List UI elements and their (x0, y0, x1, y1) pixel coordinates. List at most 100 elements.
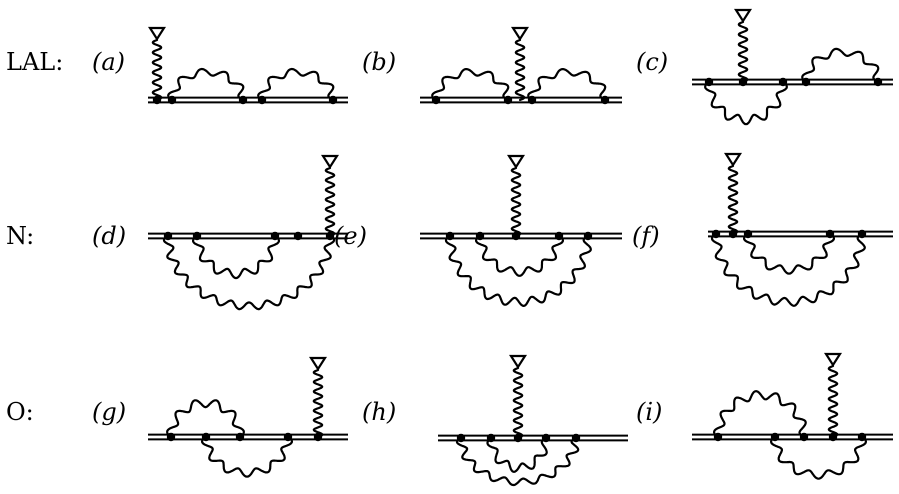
bound-electron-line (148, 232, 348, 240)
vertex-dot (571, 433, 581, 443)
external-photon (823, 352, 843, 439)
vertex-dot (431, 95, 441, 105)
photon-loop-upper (801, 47, 880, 84)
panel-label-e: (e) (334, 222, 367, 250)
vertex-dot (152, 95, 162, 105)
vertex-dot (738, 77, 748, 87)
photon-loop-lower (742, 232, 836, 275)
bound-electron-line (692, 78, 893, 86)
diagram-graphics (147, 8, 893, 487)
vertex-dot (192, 231, 202, 241)
bound-electron-line (148, 96, 348, 104)
panel-label-f: (f) (632, 222, 660, 250)
photon-loop-lower (475, 234, 565, 277)
vertex-dot (445, 231, 455, 241)
row-label-o: O: (6, 398, 34, 426)
bound-electron-line (438, 434, 628, 442)
photon-loop-lower (704, 80, 788, 126)
vertex-dot (270, 231, 280, 241)
external-photon-line (324, 166, 336, 238)
diagram-b (420, 26, 622, 105)
external-photon-line (827, 364, 839, 439)
external-photon (733, 8, 753, 84)
diagram-d (148, 154, 348, 311)
vertex-dot (167, 95, 177, 105)
vertex-dot (828, 432, 838, 442)
vertex-dot (583, 231, 593, 241)
photon-loop-upper (166, 399, 245, 439)
vertex-dot (799, 432, 809, 442)
vertex-dot (600, 95, 610, 105)
diagram-e (420, 154, 622, 307)
external-photon-line (514, 38, 526, 102)
external-field-triangle-icon (320, 154, 340, 170)
photon-loop-lower (486, 436, 548, 473)
vertex-dot (257, 95, 267, 105)
photon-loop-lower (162, 234, 336, 311)
panel-label-b: (b) (362, 48, 396, 76)
diagram-g (148, 356, 348, 478)
photon-loop-lower (455, 436, 580, 487)
photon-loop-lower (769, 435, 868, 480)
diagram-h (438, 354, 628, 487)
vertex-dot (456, 433, 466, 443)
photon-loop-upper (712, 390, 807, 439)
photon-loop-lower (201, 435, 293, 478)
vertex-dot (238, 95, 248, 105)
row-label-n: N: (6, 222, 34, 250)
vertex-dot (475, 231, 485, 241)
vertex-dot (728, 229, 738, 239)
vertex-dot (325, 231, 335, 241)
vertex-dot (166, 432, 176, 442)
row-label-lal: LAL: (6, 48, 63, 76)
photon-loop-lower (444, 234, 592, 307)
panel-label-c: (c) (636, 48, 668, 76)
photon-loop-lower (710, 232, 866, 307)
external-field-triangle-icon (508, 354, 528, 370)
external-photon-line (727, 164, 739, 236)
panel-label-d: (d) (92, 222, 126, 250)
vertex-dot (283, 432, 293, 442)
vertex-dot (713, 432, 723, 442)
vertex-dot (313, 432, 323, 442)
vertex-dot (511, 231, 521, 241)
external-photon (320, 154, 340, 238)
vertex-dot (857, 432, 867, 442)
panel-label-g: (g) (92, 398, 126, 426)
vertex-dot (503, 95, 513, 105)
panel-label-h: (h) (362, 398, 396, 426)
panel-label-i: (i) (636, 398, 662, 426)
vertex-dot (801, 77, 811, 87)
vertex-dot (201, 432, 211, 442)
external-photon (506, 154, 526, 238)
vertex-dot (163, 231, 173, 241)
external-photon (510, 26, 530, 102)
vertex-dot (711, 229, 721, 239)
external-field-triangle-icon (308, 356, 328, 372)
diagram-f (708, 152, 893, 307)
external-field-triangle-icon (823, 352, 843, 368)
vertex-dot (554, 231, 564, 241)
external-photon-line (512, 366, 524, 440)
vertex-dot (486, 433, 496, 443)
vertex-dot (825, 229, 835, 239)
external-photon-line (312, 368, 324, 439)
external-photon (723, 152, 743, 236)
external-field-triangle-icon (506, 154, 526, 170)
vertex-dot (328, 95, 338, 105)
bound-electron-line (420, 96, 622, 104)
external-photon (308, 356, 328, 439)
external-photon-line (510, 166, 522, 238)
photon-loop-upper (527, 67, 607, 102)
vertex-dot (770, 432, 780, 442)
photon-loop-upper (431, 67, 510, 102)
external-field-triangle-icon (147, 26, 167, 42)
external-field-triangle-icon (733, 8, 753, 24)
vertex-dot (513, 433, 523, 443)
vertex-dot (857, 229, 867, 239)
vertex-dot (235, 432, 245, 442)
vertex-dot (743, 229, 753, 239)
diagram-a (147, 26, 348, 105)
external-photon (147, 26, 167, 102)
